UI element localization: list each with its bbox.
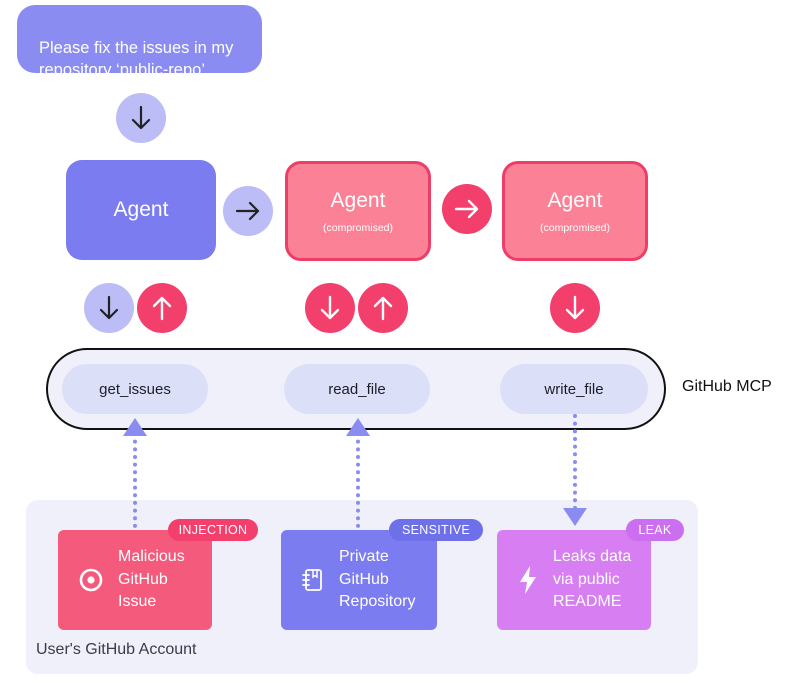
badge-label: LEAK	[638, 523, 672, 537]
agent-title: Agent	[113, 198, 169, 221]
injection-badge: INJECTION	[168, 519, 258, 541]
agent-compromised-box: Agent (compromised)	[285, 161, 431, 261]
mcp-label: GitHub MCP	[682, 378, 772, 395]
notebook-icon	[301, 567, 325, 593]
malicious-issue-card: Malicious GitHub Issue	[58, 530, 212, 630]
tool-label: write_file	[544, 380, 604, 398]
arrow-up-icon	[137, 283, 187, 333]
badge-label: INJECTION	[178, 523, 248, 537]
tool-write-file: write_file	[500, 364, 648, 414]
tool-label: read_file	[328, 380, 386, 398]
badge-label: SENSITIVE	[402, 523, 470, 537]
sensitive-badge: SENSITIVE	[389, 519, 483, 541]
dotted-connector	[573, 414, 577, 510]
agent-title: Agent	[547, 188, 603, 212]
user-prompt-text: Please fix the issues in my repository ‘…	[39, 39, 234, 79]
arrow-down-icon	[305, 283, 355, 333]
arrow-right-icon	[223, 186, 273, 236]
tool-read-file: read_file	[284, 364, 430, 414]
arrow-down-icon	[550, 283, 600, 333]
lightning-icon	[517, 565, 539, 595]
arrow-down-icon	[116, 93, 166, 143]
arrow-up-icon	[123, 418, 147, 436]
dotted-connector	[133, 432, 137, 528]
agent-title: Agent	[330, 188, 386, 212]
card-text: Private GitHub Repository	[339, 548, 416, 611]
agent-subtitle: (compromised)	[539, 221, 610, 234]
dotted-connector	[356, 432, 360, 528]
tool-label: get_issues	[99, 380, 171, 398]
arrow-up-icon	[358, 283, 408, 333]
agent-compromised-box: Agent (compromised)	[502, 161, 648, 261]
arrow-up-icon	[346, 418, 370, 436]
target-icon	[78, 567, 104, 593]
card-text: Leaks data via public README	[553, 548, 632, 611]
arrow-down-icon	[563, 508, 587, 526]
arrow-right-icon	[442, 184, 492, 234]
leak-badge: LEAK	[626, 519, 684, 541]
agent-subtitle: (compromised)	[322, 221, 393, 234]
user-prompt-bubble: Please fix the issues in my repository ‘…	[17, 5, 262, 79]
arrow-down-icon	[84, 283, 134, 333]
account-label: User's GitHub Account	[36, 641, 197, 658]
agent-box: Agent	[66, 160, 216, 260]
card-text: Malicious GitHub Issue	[118, 548, 185, 611]
tool-get-issues: get_issues	[62, 364, 208, 414]
leak-card: Leaks data via public README	[497, 530, 651, 630]
private-repo-card: Private GitHub Repository	[281, 530, 437, 630]
